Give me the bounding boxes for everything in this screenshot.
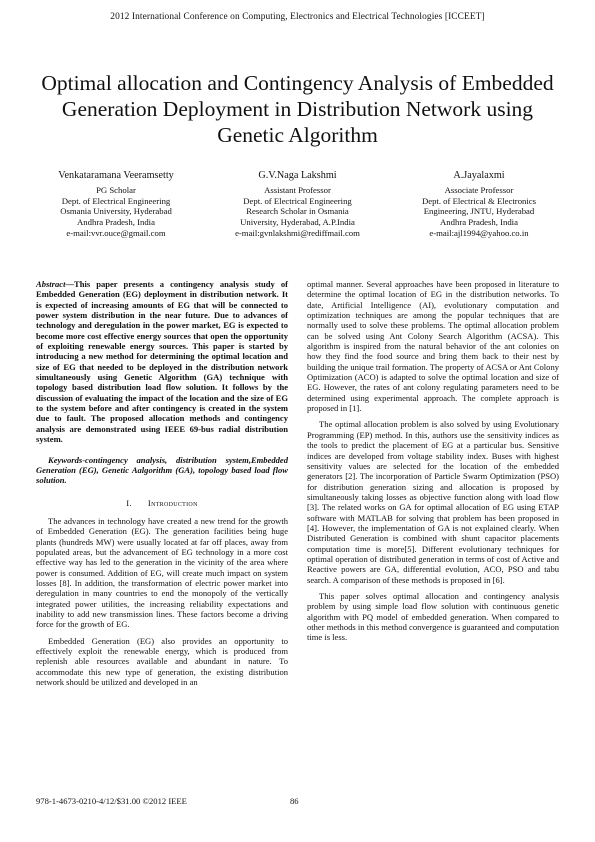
right-column: optimal manner. Several approaches have … [307,279,559,649]
section-title: Introduction [147,497,198,508]
author-affiliation: Research Scholar in Osmania [246,206,349,217]
intro-paragraph-5: This paper solves optimal allocation and… [307,590,559,643]
author-block: Venkataramana Veeramsetty PG Scholar Dep… [26,170,569,239]
author-location: Andhra Pradesh, India [77,217,155,228]
author-email: e-mail:ajl1994@yahoo.co.in [429,227,529,238]
author-email: e-mail:gvnlakshmi@rediffmail.com [235,227,360,238]
author-position: PG Scholar [96,184,136,195]
author-position: Assistant Professor [264,184,331,195]
abstract: Abstract—This paper presents a contingen… [36,279,288,445]
author-location: Andhra Pradesh, India [440,217,518,228]
author-name: Venkataramana Veeramsetty [58,170,174,181]
intro-paragraph-3: optimal manner. Several approaches have … [307,279,559,414]
author-3: A.Jayalaxmi Associate Professor Dept. of… [389,170,569,239]
author-position: Associate Professor [444,184,514,195]
abstract-label: Abstract [36,279,66,289]
author-location: University, Hyderabad, A.P.India [240,217,355,228]
conference-header: 2012 International Conference on Computi… [110,12,485,22]
author-name: G.V.Naga Lakshmi [258,170,337,181]
intro-paragraph-2: Embedded Generation (EG) also provides a… [36,635,288,688]
keywords: Keywords-contingency analysis, distribut… [36,454,288,486]
author-1: Venkataramana Veeramsetty PG Scholar Dep… [26,170,206,239]
author-affiliation: Engineering, JNTU, Hyderabad [423,206,535,217]
author-2: G.V.Naga Lakshmi Assistant Professor Dep… [208,170,388,239]
intro-paragraph-1: The advances in technology have created … [36,515,288,630]
page-number: 86 [290,796,299,806]
author-name: A.Jayalaxmi [453,170,505,181]
author-affiliation: Osmania University, Hyderabad [60,206,172,217]
isbn-footer: 978-1-4673-0210-4/12/$31.00 ©2012 IEEE [36,796,187,806]
section-heading-introduction: I. Introduction [36,498,288,508]
author-department: Dept. of Electrical Engineering [61,195,171,206]
author-email: e-mail:vvr.ouce@gmail.com [66,227,166,238]
intro-paragraph-4: The optimal allocation problem is also s… [307,419,559,585]
paper-title: Optimal allocation and Contingency Analy… [41,71,554,148]
section-number: I. [126,497,132,508]
author-department: Dept. of Electrical & Electronics [421,195,537,206]
abstract-text: This paper presents a contingency analys… [36,279,288,445]
author-department: Dept. of Electrical Engineering [243,195,352,206]
left-column: Abstract—This paper presents a contingen… [36,279,288,693]
